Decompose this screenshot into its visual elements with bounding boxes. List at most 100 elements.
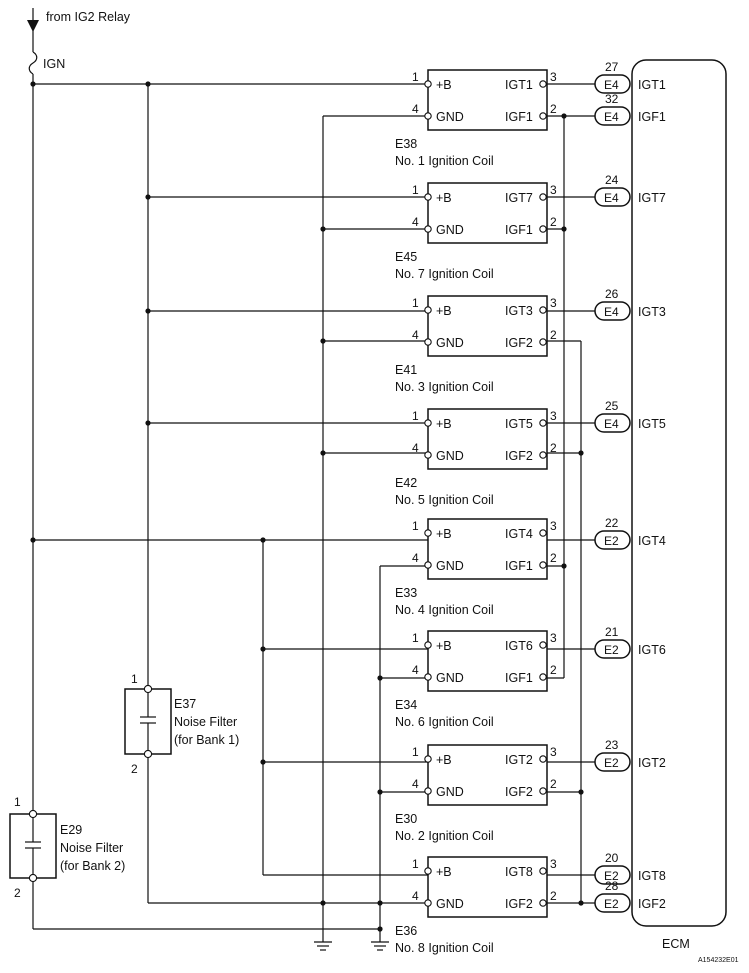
terminal (539, 338, 547, 346)
pin-label: GND (436, 897, 464, 911)
pin-number: 4 (412, 551, 419, 565)
connector-badge (594, 865, 631, 885)
pin-label: +B (436, 78, 452, 92)
coil-id: E36 (395, 924, 417, 938)
pin-label: IGT8 (505, 865, 533, 879)
terminal (424, 306, 432, 314)
terminal (539, 193, 547, 201)
pin-number: 4 (412, 663, 419, 677)
signal-label: IGT5 (638, 417, 666, 431)
pin-label: +B (436, 304, 452, 318)
pin-number: 3 (550, 409, 557, 423)
connector-badge (594, 530, 631, 550)
connector-id: E4 (604, 191, 619, 205)
terminal (539, 112, 547, 120)
power-source: from IG2 Relay IGN (27, 8, 131, 814)
pin-label: IGF2 (505, 785, 533, 799)
pin-number: 27 (605, 60, 619, 74)
pin-label: +B (436, 527, 452, 541)
terminal (539, 755, 547, 763)
coil-name: No. 5 Ignition Coil (395, 493, 494, 507)
pin-number: 2 (131, 762, 138, 776)
ecm-box (631, 59, 727, 927)
pin-label: IGT7 (505, 191, 533, 205)
ground-icon (314, 941, 332, 951)
connector-badge (594, 301, 631, 321)
terminal (539, 561, 547, 569)
pin-label: IGT6 (505, 639, 533, 653)
figure-id: A154232E01 (698, 957, 739, 964)
coil-name: No. 4 Ignition Coil (395, 603, 494, 617)
pin-number: 22 (605, 516, 619, 530)
terminal (424, 112, 432, 120)
pin-number: 25 (605, 399, 619, 413)
terminal (424, 867, 432, 875)
pin-number: 1 (412, 631, 419, 645)
terminal (539, 673, 547, 681)
connector-badge (594, 639, 631, 659)
terminal (424, 80, 432, 88)
pin-label: GND (436, 785, 464, 799)
coil-name: No. 2 Ignition Coil (395, 829, 494, 843)
coil-name: No. 3 Ignition Coil (395, 380, 494, 394)
pin-label: +B (436, 191, 452, 205)
connector-badge (594, 413, 631, 433)
connector-id: E2 (604, 756, 619, 770)
pin-label: IGF1 (505, 110, 533, 124)
terminal (424, 755, 432, 763)
coil-id: E45 (395, 250, 417, 264)
coil-id: E38 (395, 137, 417, 151)
pin-number: 1 (412, 183, 419, 197)
coil-box (427, 518, 548, 580)
coil-box (427, 295, 548, 357)
pin-number: 4 (412, 328, 419, 342)
signal-label: IGF1 (638, 110, 666, 124)
connector-id: E2 (604, 897, 619, 911)
pin-number: 20 (605, 851, 619, 865)
signal-label: IGT4 (638, 534, 666, 548)
terminal (539, 451, 547, 459)
terminal (424, 225, 432, 233)
pin-number: 1 (412, 857, 419, 871)
pin-number: 3 (550, 631, 557, 645)
terminal (424, 451, 432, 459)
pin-number: 3 (550, 519, 557, 533)
connector-badge (594, 752, 631, 772)
pin-number: 1 (412, 745, 419, 759)
signal-label: IGT2 (638, 756, 666, 770)
pin-number: 1 (14, 795, 21, 809)
pin-number: 4 (412, 889, 419, 903)
signal-label: IGT1 (638, 78, 666, 92)
pin-label: GND (436, 336, 464, 350)
connector-id: E2 (604, 534, 619, 548)
signal-label: IGT8 (638, 869, 666, 883)
terminal (424, 673, 432, 681)
terminal (539, 80, 547, 88)
terminal (424, 193, 432, 201)
connector-id: E2 (604, 869, 619, 883)
pin-number: 3 (550, 745, 557, 759)
connector-badge (594, 187, 631, 207)
pin-label: IGF2 (505, 897, 533, 911)
pin-number: 1 (412, 70, 419, 84)
terminal (424, 641, 432, 649)
filter-subtitle: (for Bank 1) (174, 733, 239, 747)
coil-id: E41 (395, 363, 417, 377)
pin-number: 28 (605, 879, 619, 893)
connector-id: E4 (604, 305, 619, 319)
pin-label: IGF2 (505, 336, 533, 350)
pin-number: 2 (550, 215, 557, 229)
terminal (539, 899, 547, 907)
pin-label: IGT3 (505, 304, 533, 318)
